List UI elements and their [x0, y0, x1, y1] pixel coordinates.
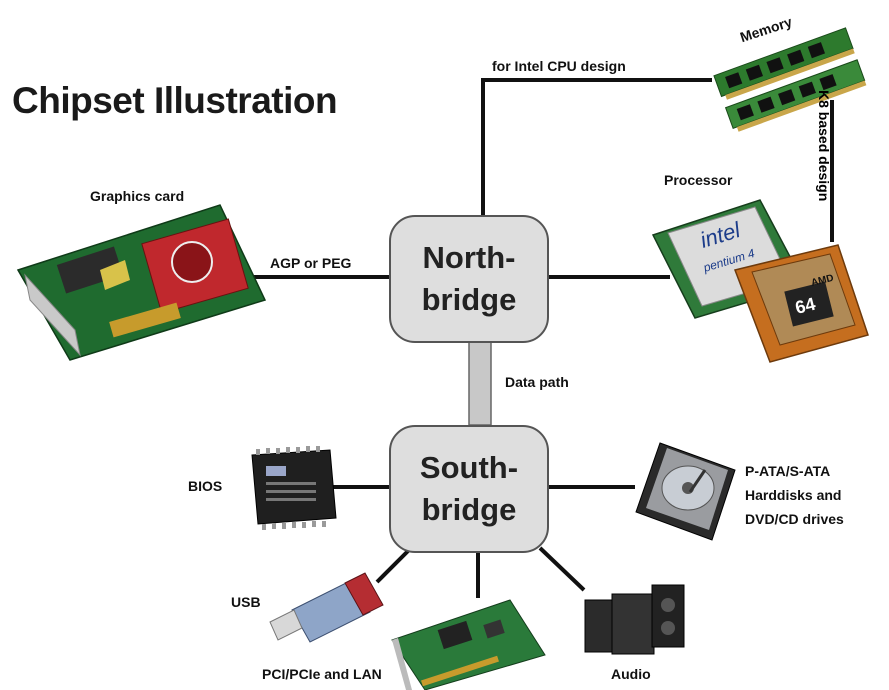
- harddisk-icon: [635, 442, 736, 541]
- graphics-card-icon: [16, 204, 267, 361]
- processor-icon: intel pentium 4 AMD 64: [651, 199, 869, 363]
- data-path-label: Data path: [505, 374, 569, 390]
- southbridge-box: South- bridge: [389, 425, 549, 553]
- storage-label-line3: DVD/CD drives: [745, 511, 844, 527]
- storage-label-line2: Harddisks and: [745, 487, 842, 503]
- agp-peg-label: AGP or PEG: [270, 255, 352, 271]
- southbridge-line2: bridge: [421, 492, 517, 527]
- usb-label: USB: [231, 594, 261, 610]
- southbridge-line1: South-: [419, 450, 519, 485]
- line-audio: [538, 546, 586, 592]
- intel-cpu-path-label: for Intel CPU design: [492, 58, 626, 74]
- northbridge-box: North- bridge: [389, 215, 549, 343]
- northbridge-line1: North-: [422, 240, 516, 275]
- amd64-logo-text: 64: [793, 294, 817, 318]
- bios-label: BIOS: [188, 478, 223, 494]
- audio-label: Audio: [611, 666, 651, 682]
- line-northbridge-to-memory: [481, 78, 712, 217]
- processor-label: Processor: [664, 172, 733, 188]
- data-path-bar: [468, 338, 492, 426]
- diagram-title: Chipset Illustration: [12, 80, 338, 121]
- memory-icon: [713, 27, 867, 132]
- amd-logo-text: AMD: [810, 273, 835, 289]
- storage-label-line1: P-ATA/S-ATA: [745, 463, 831, 479]
- usb-stick-icon: [269, 572, 384, 643]
- northbridge-line2: bridge: [421, 282, 517, 317]
- line-usb: [375, 547, 412, 584]
- bios-chip-icon: [251, 446, 337, 530]
- pci-lan-label: PCI/PCIe and LAN: [262, 666, 382, 682]
- audio-speakers-icon: [584, 584, 685, 655]
- pci-card-icon: [391, 599, 546, 690]
- graphics-card-label: Graphics card: [90, 188, 185, 204]
- k8-design-label: K8 based design: [816, 90, 832, 202]
